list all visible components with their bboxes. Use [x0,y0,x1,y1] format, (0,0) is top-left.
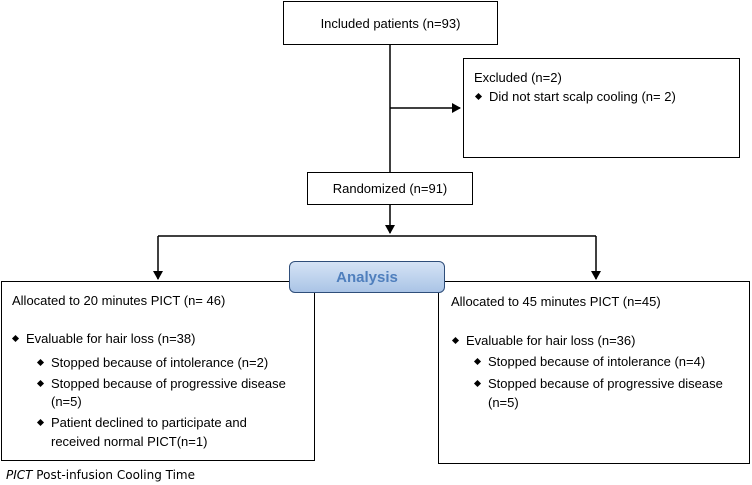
excluded-item: Did not start scalp cooling (n= 2) [474,88,676,105]
arm-45-evaluable: Evaluable for hair loss (n=36) [451,332,636,349]
bullet-diamond-icon [36,379,45,388]
arm-20-sub-item-text: Stopped because of intolerance (n=2) [51,355,269,370]
arm-20-title: Allocated to 20 minutes PICT (n= 46) [12,293,226,308]
arm-20-sub-item: Stopped because of progressive disease [36,375,286,392]
bullet-diamond-icon [451,336,460,345]
analysis-label: Analysis [289,261,445,293]
arm-45-sub-item-continuation: (n=5) [488,395,519,410]
bullet-diamond-icon [473,379,482,388]
footnote-abbreviation: PICT [6,468,33,482]
included-patients-label: Included patients (n=93) [320,15,461,31]
bullet-diamond-icon [11,334,20,343]
included-patients-box: Included patients (n=93) [283,1,498,45]
excluded-box: Excluded (n=2) Did not start scalp cooli… [463,58,740,158]
arm-20-evaluable: Evaluable for hair loss (n=38) [11,330,196,347]
arm-20-sub-item-continuation: (n=5) [51,394,82,409]
arm-45-sub-item: Stopped because of intolerance (n=4) [473,353,706,370]
arm-20-sub-item: Patient declined to participate and [36,414,247,431]
footnote-text: Post-infusion Cooling Time [32,468,195,482]
arm-20-box: Allocated to 20 minutes PICT (n= 46) Eva… [1,281,315,461]
excluded-title: Excluded (n=2) [474,70,562,85]
analysis-label-text: Analysis [336,268,398,286]
arm-45-title: Allocated to 45 minutes PICT (n=45) [451,294,661,309]
bullet-diamond-icon [36,358,45,367]
randomized-label: Randomized (n=91) [332,181,448,196]
arm-20-evaluable-text: Evaluable for hair loss (n=38) [26,331,196,346]
arm-20-sub-item-text: Stopped because of progressive disease [51,376,286,391]
randomized-box: Randomized (n=91) [307,172,473,205]
arm-45-sub-item-text: Stopped because of intolerance (n=4) [488,354,706,369]
arm-45-box: Allocated to 45 minutes PICT (n=45) Eval… [438,281,750,464]
excluded-item-text: Did not start scalp cooling (n= 2) [489,89,676,104]
arm-20-sub-item: Stopped because of intolerance (n=2) [36,354,269,371]
bullet-diamond-icon [473,357,482,366]
arm-20-sub-item-text: Patient declined to participate and [51,415,247,430]
arm-20-sub-item-continuation: received normal PICT(n=1) [51,434,208,449]
arm-45-sub-item: Stopped because of progressive disease [473,375,723,392]
arm-45-sub-item-text: Stopped because of progressive disease [488,376,723,391]
arm-45-evaluable-text: Evaluable for hair loss (n=36) [466,333,636,348]
footnote: PICT Post-infusion Cooling Time [6,468,195,483]
bullet-diamond-icon [36,418,45,427]
bullet-diamond-icon [474,92,483,101]
